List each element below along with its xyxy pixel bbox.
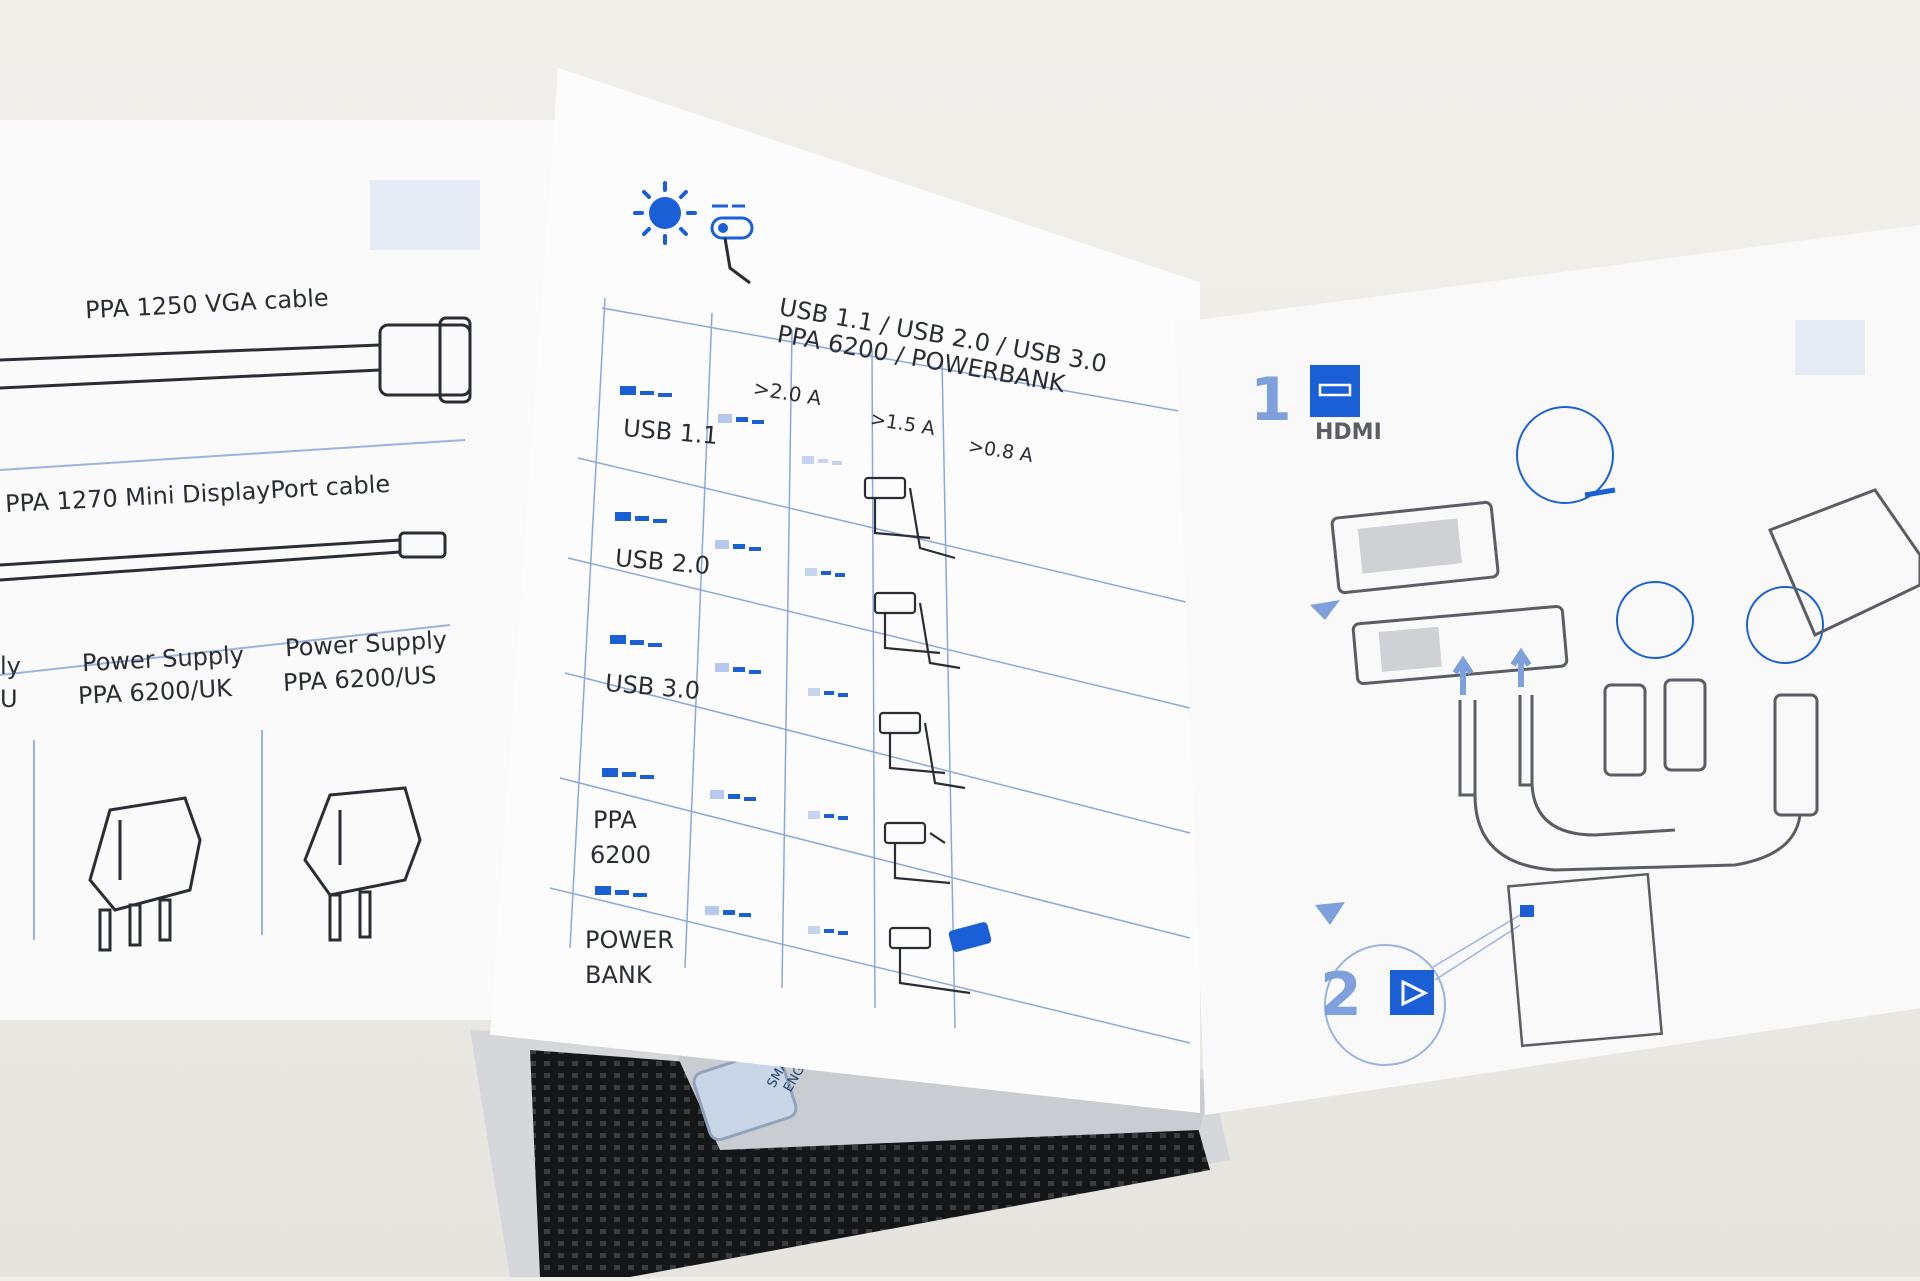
row-label-powerbank-line1: POWER [585, 926, 674, 954]
uk-plug-icon [88, 796, 202, 952]
center-panel-drawings [549, 181, 1191, 1044]
powerbank-icon [948, 922, 992, 952]
center-panel: USB 1.1 / USB 2.0 / USB 3.0 PPA 6200 / P… [490, 68, 1200, 1113]
power-bars-ppa6200 [602, 768, 848, 820]
connection-diagrams [863, 476, 971, 995]
hdmi-icon [1310, 365, 1360, 417]
power-bars-powerbank [595, 886, 848, 935]
eco-switch-icon [710, 204, 754, 285]
power-supply-eu-label-line2: U [0, 685, 18, 713]
step1-number: 1 [1250, 365, 1292, 435]
left-panel: PPA 1250 VGA cable PPA 1270 Mini Display… [0, 120, 560, 1020]
row-label-powerbank-line2: BANK [585, 961, 652, 989]
right-panel: 1 HDMI 2 [1175, 225, 1920, 1115]
step2-number: 2 [1320, 960, 1362, 1030]
us-plug-icon [303, 786, 422, 942]
left-panel-drawings [0, 180, 480, 952]
power-bars-usb20 [615, 512, 845, 577]
power-bars-usb11 [620, 386, 842, 465]
power-supply-eu-label-line1: ly [0, 652, 21, 680]
row-label-ppa6200-line2: 6200 [590, 841, 652, 869]
play-icon [1390, 970, 1434, 1015]
step1-hdmi-label: HDMI [1315, 420, 1382, 445]
brightness-sun-icon [633, 181, 697, 245]
power-bars-usb30 [610, 635, 848, 697]
row-label-ppa6200-line1: PPA [593, 806, 637, 834]
right-panel-drawings [1310, 320, 1920, 1066]
